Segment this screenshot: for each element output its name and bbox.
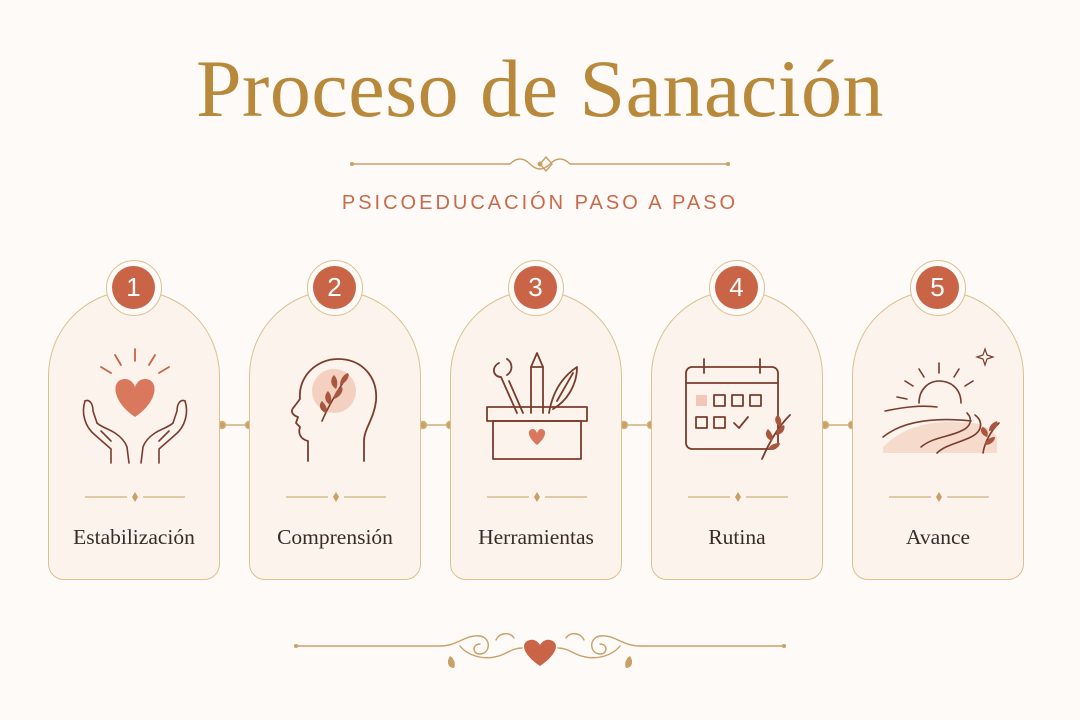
step-number: 4 — [715, 266, 758, 309]
step-card-2: Comprensión — [249, 290, 421, 580]
card-divider — [85, 492, 185, 502]
step-badge-3: 3 — [508, 260, 564, 316]
step-number: 2 — [313, 266, 356, 309]
step-card-5: Avance — [852, 290, 1024, 580]
calendar-checklist-icon — [685, 358, 791, 460]
title-divider — [350, 155, 730, 173]
step-badge-2: 2 — [307, 260, 363, 316]
step-number: 5 — [916, 266, 959, 309]
toolbox-icon — [486, 352, 588, 460]
page-title: Proceso de Sanación — [195, 43, 885, 134]
step-label: Comprensión — [277, 525, 393, 549]
page-subtitle: PSICOEDUCACIÓN PASO A PASO — [341, 192, 739, 214]
card-divider — [688, 492, 788, 502]
bottom-ornament — [294, 633, 786, 668]
step-badge-1: 1 — [106, 260, 162, 316]
step-label: Avance — [905, 525, 971, 549]
step-badge-4: 4 — [709, 260, 765, 316]
step-label: Estabilización — [73, 525, 195, 549]
card-divider — [889, 492, 989, 502]
heart-in-hands-icon — [82, 348, 188, 464]
step-card-1: Estabilización — [48, 290, 220, 580]
step-badge-5: 5 — [910, 260, 966, 316]
step-label: Herramientas — [478, 525, 594, 549]
step-number: 3 — [514, 266, 557, 309]
card-divider — [487, 492, 587, 502]
step-number: 1 — [112, 266, 155, 309]
step-card-3: Herramientas — [450, 290, 622, 580]
head-with-leaf-icon — [291, 358, 377, 462]
step-label: Rutina — [708, 525, 766, 549]
step-card-4: Rutina — [651, 290, 823, 580]
card-divider — [286, 492, 386, 502]
sunrise-path-icon — [882, 347, 1000, 454]
